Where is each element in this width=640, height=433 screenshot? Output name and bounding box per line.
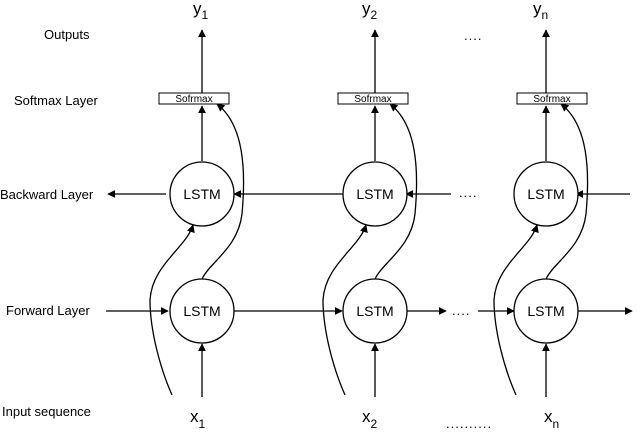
softmax-box-label: Sofrmax <box>354 94 391 105</box>
forward-lstm-label: LSTM <box>527 303 564 319</box>
softmax-box-label: Sofrmax <box>175 94 212 105</box>
backward-lstm-label: LSTM <box>356 186 393 202</box>
backward-layer-label: Backward Layer <box>0 187 94 202</box>
softmax-layer-label: Softmax Layer <box>14 93 98 108</box>
backward-lstm-node <box>169 161 235 227</box>
timestep-column-n: yn Sofrmax LSTM LSTM xn <box>493 0 589 431</box>
backward-lstm-node <box>342 161 408 227</box>
softmax-box <box>516 92 588 105</box>
forward-to-softmax-curve <box>374 103 418 280</box>
backward-lstm-label: LSTM <box>183 186 220 202</box>
timestep-column-1: y1 Sofrmax LSTM LSTM x1 <box>149 0 245 431</box>
forward-lstm-label: LSTM <box>356 303 393 319</box>
output-yn: yn <box>533 0 548 22</box>
outputs-label: Outputs <box>44 27 90 42</box>
input-to-backward-curve <box>493 224 539 396</box>
input-ellipsis: .......... <box>446 416 492 431</box>
input-to-backward-curve <box>322 224 368 396</box>
softmax-box-label: Sofrmax <box>533 94 570 105</box>
backward-lstm-label: LSTM <box>527 186 564 202</box>
softmax-box <box>158 92 230 105</box>
backward-ellipsis: .... <box>459 185 477 200</box>
softmax-box <box>337 92 409 105</box>
input-x1: x1 <box>190 407 206 431</box>
forward-lstm-label: LSTM <box>183 303 220 319</box>
timestep-column-2: y2 Sofrmax LSTM LSTM x2 <box>322 0 418 431</box>
input-x2: x2 <box>362 407 378 431</box>
forward-to-softmax-curve <box>201 103 245 280</box>
forward-ellipsis: .... <box>452 303 470 318</box>
backward-lstm-node <box>513 161 579 227</box>
input-xn: xn <box>544 407 559 431</box>
output-y1: y1 <box>193 0 209 22</box>
input-to-backward-curve <box>149 224 195 396</box>
outputs-ellipsis: .... <box>464 28 482 43</box>
forward-to-softmax-curve <box>545 103 589 280</box>
output-y2: y2 <box>362 0 378 22</box>
input-sequence-label: Input sequence <box>2 404 91 419</box>
forward-layer-label: Forward Layer <box>6 303 90 318</box>
